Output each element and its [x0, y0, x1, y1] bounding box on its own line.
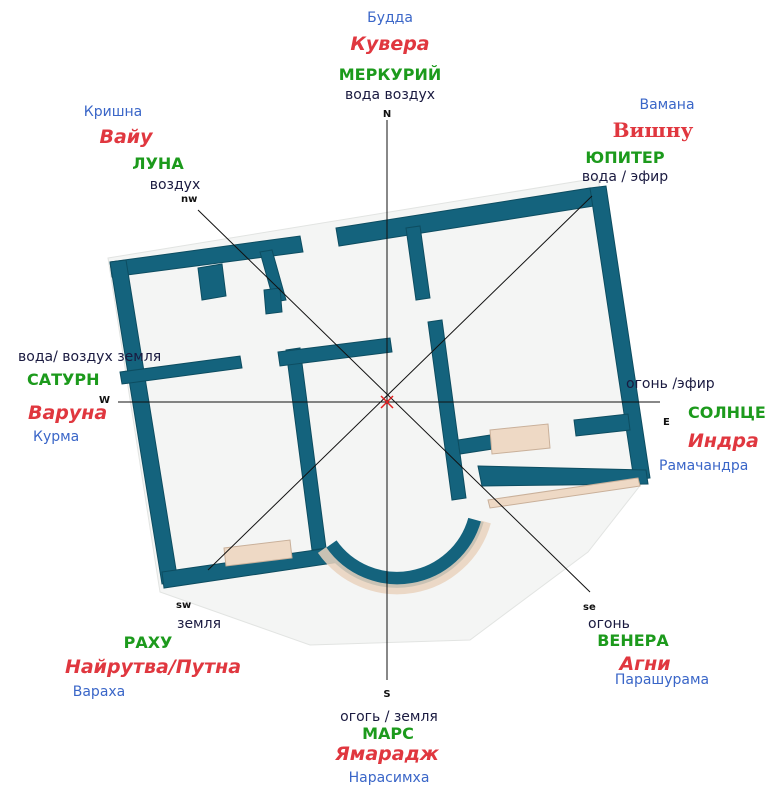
east-element: огонь /эфир: [626, 376, 715, 392]
north-planet: МЕРКУРИЙ: [338, 65, 442, 84]
axis-nw-se: [197, 209, 591, 593]
direction-north: N: [382, 109, 392, 120]
window-strips: [223, 423, 641, 567]
wall: [263, 287, 283, 315]
north-deity-small: Будда: [367, 10, 413, 26]
south-element: огогь / земля: [340, 709, 438, 725]
northwest-planet: ЛУНА: [132, 154, 184, 173]
bay-outer-arc: [323, 517, 484, 588]
northeast-deity-small: Вамана: [639, 97, 695, 113]
west-deity-main: Варуна: [28, 402, 108, 424]
south-deity-small: Нарасимха: [348, 770, 430, 786]
bay-window-arc: [317, 520, 491, 595]
compass-axes: [118, 120, 660, 680]
direction-south: S: [383, 689, 391, 700]
direction-southeast: se: [583, 602, 596, 613]
southeast-deity-main: Агни: [619, 653, 671, 675]
southwest-deity-main: Найрутва/Путна: [64, 656, 242, 678]
east-deity-main: Индра: [688, 430, 759, 452]
northwest-deity-small: Кришна: [83, 104, 143, 120]
direction-southwest: sw: [176, 600, 192, 611]
direction-northwest: nw: [181, 194, 198, 205]
center-marker: [380, 395, 394, 409]
wall: [119, 355, 243, 385]
northeast-planet: ЮПИТЕР: [585, 148, 665, 167]
direction-west: W: [99, 395, 111, 406]
northeast-element: вода / эфир: [581, 169, 669, 185]
southeast-planet: ВЕНЕРА: [597, 631, 669, 650]
wall: [477, 465, 649, 487]
southwest-element: земля: [177, 616, 221, 632]
southwest-planet: РАХУ: [123, 633, 173, 652]
window: [489, 423, 551, 455]
northwest-deity-main: Вайу: [99, 126, 153, 148]
wall: [573, 413, 631, 437]
west-planet: САТУРН: [27, 370, 100, 389]
west-element: вода/ воздух земля: [18, 349, 162, 365]
window: [487, 477, 641, 509]
axis-ne-sw: [207, 195, 593, 571]
east-planet: СОЛНЦЕ: [688, 403, 766, 422]
floor-plan-walls: [109, 185, 651, 589]
south-deity-main: Ямарадж: [335, 743, 439, 765]
southwest-deity-small: Вараха: [72, 684, 126, 700]
wall: [427, 319, 467, 501]
northwest-element: воздух: [149, 177, 201, 193]
west-deity-small: Курма: [33, 429, 80, 445]
northeast-deity-main: Вишну: [612, 118, 694, 142]
wall: [277, 337, 393, 367]
southeast-deity-small: Парашурама: [614, 672, 710, 688]
window: [223, 539, 293, 567]
east-deity-small: Рамачандра: [659, 458, 749, 474]
south-planet: МАРС: [362, 724, 414, 743]
north-element: вода воздух: [344, 87, 436, 103]
direction-east: E: [663, 417, 670, 428]
wall: [405, 225, 431, 301]
southeast-element: огонь: [588, 616, 630, 632]
wall: [589, 185, 651, 481]
wall: [197, 263, 227, 301]
north-deity-main: Кувера: [350, 33, 430, 55]
